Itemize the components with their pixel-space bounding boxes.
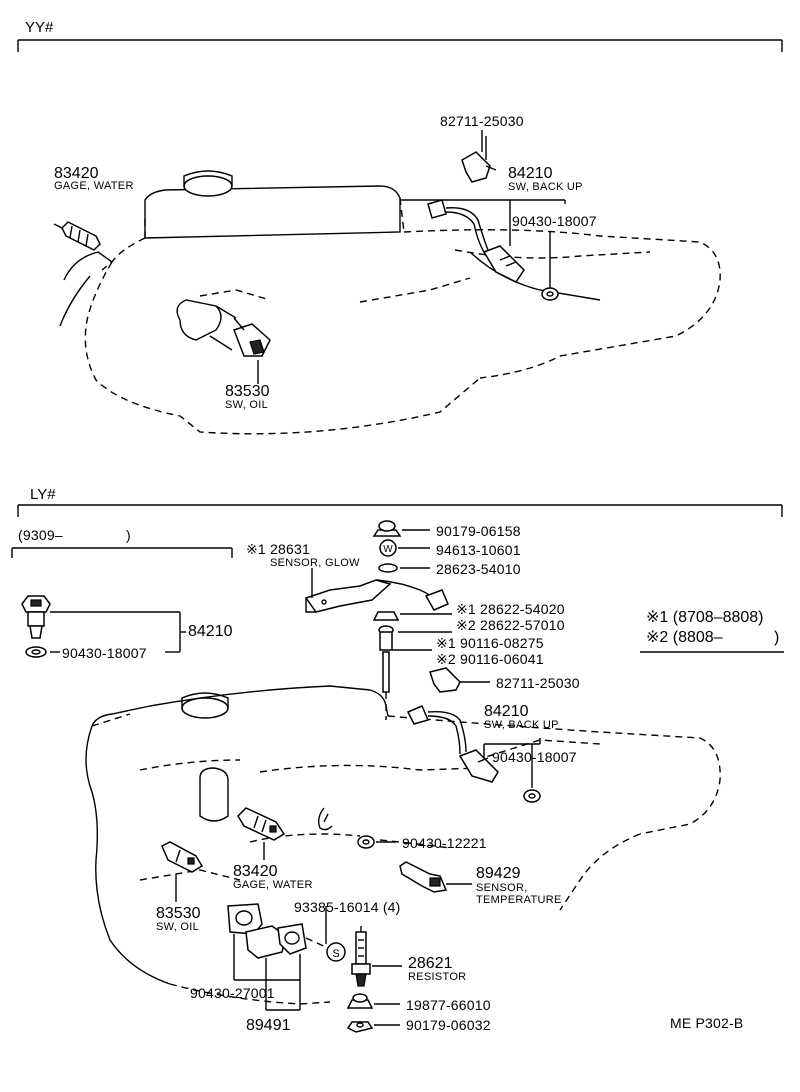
ly-range-bracket-lines — [50, 611, 186, 653]
ly-label-28621-desc: RESISTOR — [408, 971, 467, 983]
ly-range-switch-part — [21, 595, 51, 639]
yy-label-83530-desc: SW, OIL — [225, 399, 269, 411]
ly-nut-19877-part — [346, 993, 400, 1009]
ly-label-83420: 83420 — [233, 863, 278, 880]
ly-label-19877: 19877-66010 — [406, 997, 491, 1013]
ly-washer-90430-part — [523, 789, 541, 803]
yy-label-84210-desc: SW, BACK UP — [508, 181, 583, 193]
ly-nut-90179-part — [372, 520, 430, 537]
ly-label-28622-54020: ※1 28622-54020 — [456, 601, 565, 617]
ly-label-28623: 28623-54010 — [436, 561, 521, 577]
ly-label-90430-27001: 90430-27001 — [190, 985, 275, 1001]
ly-label-90179-06032: 90179-06032 — [406, 1017, 491, 1033]
ly-label-28621: 28621 — [408, 955, 453, 972]
range-bracket — [11, 547, 233, 558]
ly-nut-90179-06032-part — [346, 1021, 400, 1033]
ly-washer-w-part: W — [379, 539, 430, 557]
ly-label-box-84210: 84210 — [188, 623, 233, 640]
ly-label-89491: 89491 — [246, 1017, 291, 1034]
w-mark: W — [383, 544, 393, 555]
ly-temperature-sensor-part — [399, 861, 472, 893]
ly-label-90179-06158: 90179-06158 — [436, 523, 521, 539]
ly-label-90116-06041: ※2 90116-06041 — [436, 651, 544, 667]
ly-label-90116-08275: ※1 90116-08275 — [436, 635, 544, 651]
s-mark: S — [332, 948, 339, 960]
legend-period-1: ※1 (8708–8808) — [646, 609, 764, 626]
yy-label-83420-desc: GAGE, WATER — [54, 180, 134, 192]
ly-stud-90116-part — [382, 649, 432, 720]
ly-label-83530-desc: SW, OIL — [156, 921, 200, 933]
ly-unit-89491-part — [245, 923, 307, 959]
ly-engine-outline — [85, 685, 721, 1005]
ly-nut-28622-part — [372, 611, 452, 651]
ly-range-washer-part — [25, 646, 47, 658]
ly-label-box-90430: 90430-18007 — [62, 645, 147, 661]
ly-screw-s-part: S — [305, 937, 346, 962]
yy-oil-switch-part — [233, 317, 271, 357]
ly-label-82711: 82711-25030 — [496, 675, 580, 691]
yy-label-82711: 82711-25030 — [440, 113, 524, 129]
yy-label-90430: 90430-18007 — [512, 213, 597, 229]
ly-resistor-part — [351, 926, 402, 987]
ly-washer-12221-part — [357, 835, 396, 849]
ly-label-93385: 93385-16014 (4) — [294, 899, 401, 915]
yy-backup-switch-part — [427, 199, 525, 283]
ly-label-89429-desc2: TEMPERATURE — [476, 894, 562, 906]
ly-glow-sensor-bracket-part — [304, 579, 449, 613]
yy-label-83530: 83530 — [225, 383, 270, 400]
ly-label-28631-desc: SENSOR, GLOW — [270, 557, 360, 569]
ly-spacer-28623-part — [378, 563, 430, 573]
yy-label-84210: 84210 — [508, 165, 553, 182]
yy-leader-lines — [257, 130, 566, 384]
yy-label-83420: 83420 — [54, 165, 99, 182]
ly-backup-switch-part — [406, 705, 499, 783]
ly-label-84210: 84210 — [484, 703, 529, 720]
yy-connector-82711-part — [461, 136, 497, 183]
range-label: (9309– — [18, 527, 63, 543]
ly-section-frame — [17, 504, 783, 517]
yy-engine-outline — [59, 170, 721, 435]
legend-period-2-close: ) — [774, 629, 780, 646]
ly-label-83420-desc: GAGE, WATER — [233, 879, 313, 891]
ly-water-gage-part — [237, 807, 286, 841]
ly-label-89429: 89429 — [476, 865, 521, 882]
range-label-close: ) — [126, 527, 131, 543]
ly-label-94613: 94613-10601 — [436, 542, 521, 558]
yy-section-label: YY# — [25, 19, 54, 36]
ly-connector-82711-part — [429, 667, 490, 693]
ly-label-90430-12221: 90430-12221 — [402, 835, 487, 851]
ly-label-83530: 83530 — [156, 905, 201, 922]
ly-leader-lines — [175, 568, 541, 1011]
ly-label-84210-desc: SW, BACK UP — [484, 719, 559, 731]
ly-oil-switch-part — [161, 841, 204, 873]
ly-section-label: LY# — [30, 486, 56, 503]
ly-label-28631: ※1 28631 — [246, 541, 310, 557]
yy-washer-part — [541, 287, 559, 301]
yy-section-frame — [17, 39, 783, 52]
yy-water-gage-part — [53, 221, 101, 251]
ly-label-90430-18007: 90430-18007 — [492, 749, 577, 765]
legend-period-2: ※2 (8808– — [646, 629, 723, 646]
ly-label-28622-57010: ※2 28622-57010 — [456, 617, 565, 633]
page-reference: ME P302-B — [670, 1015, 744, 1031]
ly-label-89429-desc1: SENSOR, — [476, 882, 528, 894]
